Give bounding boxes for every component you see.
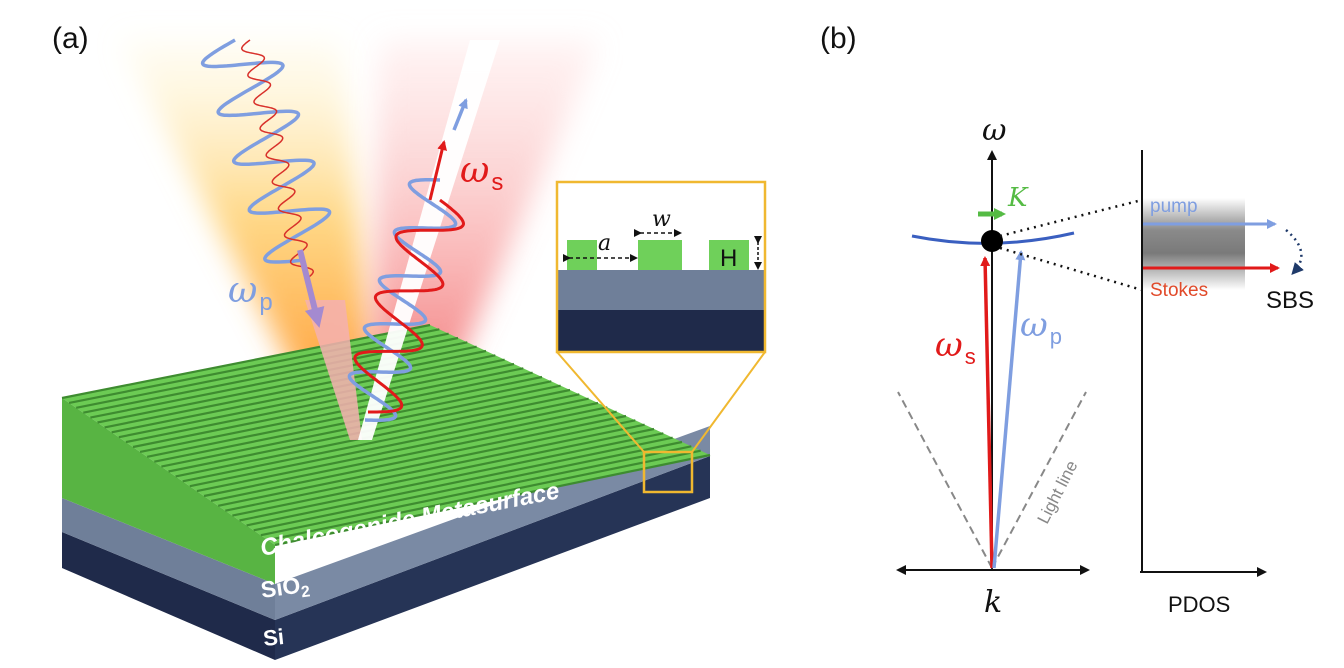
- inset-sio2: [557, 270, 765, 310]
- grating-groove: [161, 384, 561, 468]
- panel-b: (b) ω k Light line K ωs ωp PDOS p: [820, 22, 1314, 620]
- grating-groove: [239, 432, 664, 522]
- panel-b-label: (b): [820, 22, 857, 55]
- grating-groove: [267, 449, 701, 542]
- grating-groove: [97, 345, 477, 424]
- omega-s-label: ωs: [460, 150, 503, 196]
- stokes-blue-wave: [347, 178, 458, 422]
- stokes-label: Stokes: [1150, 280, 1208, 301]
- grating-groove: [253, 440, 683, 532]
- inset-ridge-1: [567, 240, 597, 270]
- stokes-red-wave: [353, 198, 466, 414]
- grating-groove: [132, 367, 524, 449]
- resonance-point: [981, 230, 1003, 252]
- grating-groove: [61, 323, 431, 400]
- omega-s-arrow: [980, 256, 994, 569]
- grating-groove: [189, 401, 599, 488]
- light-line-label: Light line: [1034, 458, 1082, 527]
- sio2-label: SiO2: [259, 570, 311, 606]
- grating-groove: [111, 354, 496, 434]
- grating-groove: [260, 445, 692, 537]
- grating-groove: [274, 453, 711, 547]
- light-line-right: [991, 391, 1087, 569]
- inset-cross-section: w a H: [555, 180, 767, 354]
- grating-groove: [118, 358, 505, 439]
- si-layer-front: [62, 532, 275, 660]
- zoom-line-left: [556, 351, 645, 453]
- inset-ridge-3: [709, 240, 749, 270]
- pdos-band: [1143, 198, 1245, 290]
- grating-groove: [232, 427, 655, 517]
- omega-p-arrow: [992, 250, 1026, 569]
- K-label: K: [1007, 183, 1029, 213]
- grating-groove: [210, 414, 627, 502]
- stokes-arrow-red: [428, 140, 447, 201]
- grating-groove: [182, 397, 589, 483]
- omega-p-label-b: ωp: [1020, 305, 1062, 349]
- omega-axis-label: ω: [982, 113, 1006, 148]
- inset-w-label: w: [652, 207, 671, 232]
- si-label: Si: [262, 624, 285, 651]
- inset-a-label: a: [598, 231, 611, 256]
- pump-wave: [200, 38, 332, 264]
- yellow-pump-beam: [120, 40, 380, 440]
- grating-groove: [139, 371, 533, 453]
- zoom-marker: [642, 450, 694, 494]
- grating-groove: [175, 393, 580, 478]
- inset-si: [557, 310, 765, 352]
- zoom-line-right: [691, 351, 766, 453]
- grating-groove: [90, 341, 468, 419]
- pump-label: pump: [1150, 196, 1198, 217]
- grating-groove: [225, 423, 645, 512]
- inset-h-label: H: [720, 245, 737, 272]
- pdos-label: PDOS: [1168, 592, 1230, 617]
- stokes-beam-core: [358, 40, 500, 440]
- pump-red-thin-wave: [240, 39, 315, 281]
- omega-p-label: ωp: [228, 270, 273, 316]
- grating-groove: [203, 410, 617, 498]
- si-layer-right: [275, 456, 710, 660]
- sbs-label: SBS: [1266, 287, 1314, 314]
- inset-frame: [555, 180, 767, 354]
- metasurface-top: [62, 325, 710, 545]
- grating-groove: [217, 419, 636, 507]
- pump-beam-core: [305, 300, 362, 440]
- panel-a-label: (a): [52, 22, 89, 55]
- light-line-left: [897, 391, 993, 569]
- grating-groove: [125, 362, 515, 444]
- k-axis-label: k: [984, 585, 1002, 620]
- grating-groove: [246, 436, 673, 527]
- sio2-layer-front: [62, 498, 275, 620]
- stokes-arrow-blue: [452, 98, 468, 131]
- metasurface-front-edge: [62, 398, 275, 584]
- inset-ridge-2: [638, 240, 682, 270]
- panel-a: (a) ωp ωs Chalcogenide Metasurface SiO2 …: [52, 22, 767, 660]
- pump-arrow: [297, 249, 325, 328]
- grating-groove: [196, 406, 608, 493]
- grating-groove: [104, 349, 487, 429]
- omega-s-label-b: ωs: [935, 325, 976, 369]
- sbs-arrow: [1285, 229, 1304, 275]
